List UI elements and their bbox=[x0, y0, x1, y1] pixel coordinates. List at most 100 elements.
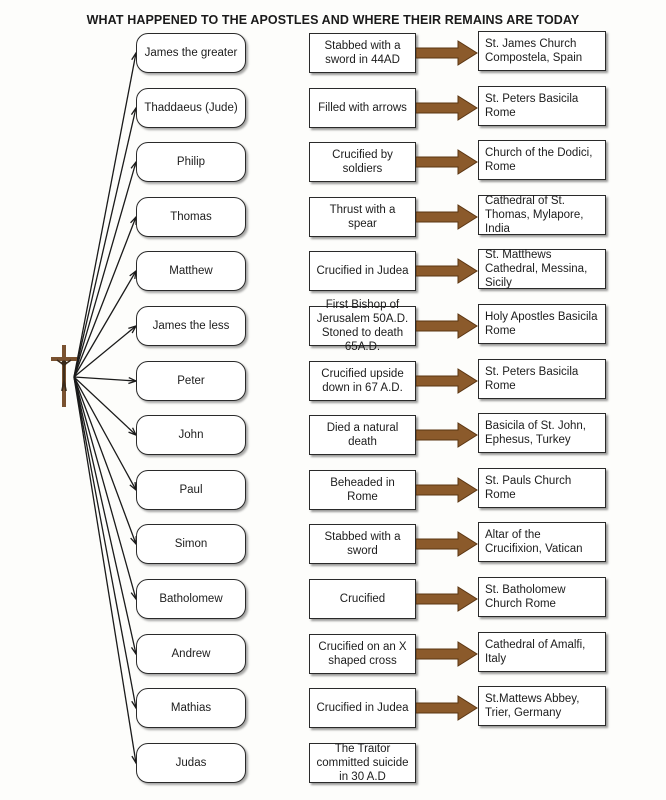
arrow-right-icon bbox=[416, 204, 478, 230]
fate-text: Died a natural death bbox=[326, 422, 399, 448]
apostle-name-box: Andrew bbox=[136, 634, 246, 674]
fate-text: Filled with arrows bbox=[318, 102, 407, 114]
fate-text: Crucified in Judea bbox=[316, 702, 409, 714]
remains-location-box: St. Peters Basicila Rome bbox=[478, 359, 606, 399]
fate-box: Filled with arrows bbox=[309, 88, 416, 128]
connector-line bbox=[73, 325, 137, 378]
apostle-row: Judas The Traitor committed suicide in 30… bbox=[0, 741, 666, 785]
apostle-row: Batholomew Crucified St. Batholomew Church… bbox=[0, 577, 666, 621]
remains-location: Cathedral of St. Thomas, Mylapore, India bbox=[485, 195, 584, 235]
fate-text: Thrust with a spear bbox=[329, 204, 396, 230]
connector-line bbox=[73, 376, 137, 655]
fate-box: Crucified in Judea bbox=[309, 251, 416, 291]
remains-location-box: Basicila of St. John, Ephesus, Turkey bbox=[478, 413, 606, 453]
arrow-right-icon bbox=[416, 313, 478, 339]
arrow-right-icon bbox=[416, 586, 478, 612]
remains-location-box: Church of the Dodici, Rome bbox=[478, 140, 606, 180]
remains-location: St.Mattews Abbey, Trier, Germany bbox=[485, 693, 580, 719]
remains-location: St. Peters Basicila Rome bbox=[485, 93, 579, 119]
arrow-right-icon bbox=[416, 149, 478, 175]
fate-box: Stabbed with a sword bbox=[309, 524, 416, 564]
apostle-name-box: Paul bbox=[136, 470, 246, 510]
connector-line bbox=[73, 376, 137, 436]
remains-location-box: Altar of the Crucifixion, Vatican bbox=[478, 522, 606, 562]
apostle-row: Andrew Crucified on an X shaped cross Cath… bbox=[0, 632, 666, 676]
fate-box: The Traitor committed suicide in 30 A.D bbox=[309, 743, 416, 783]
apostle-name: James the greater bbox=[144, 47, 238, 59]
apostle-name: Andrew bbox=[171, 648, 211, 660]
fate-text: Crucified in Judea bbox=[316, 265, 409, 277]
fate-text: The Traitor committed suicide in 30 A.D bbox=[316, 743, 409, 783]
apostle-name-box: Peter bbox=[136, 361, 246, 401]
apostle-row: Simon Stabbed with a sword Altar of the Cr… bbox=[0, 522, 666, 566]
remains-location-box: Holy Apostles Basicila Rome bbox=[478, 304, 606, 344]
connector-line bbox=[73, 376, 137, 764]
remains-location: Altar of the Crucifixion, Vatican bbox=[485, 529, 583, 555]
apostle-name-box: James the less bbox=[136, 306, 246, 346]
arrow-right-icon bbox=[416, 368, 478, 394]
connector-line bbox=[73, 270, 137, 378]
apostle-name: Peter bbox=[177, 375, 205, 387]
remains-location-box: Cathedral of St. Thomas, Mylapore, India bbox=[478, 195, 606, 235]
remains-location: St. Batholomew Church Rome bbox=[485, 584, 566, 610]
remains-location: St. Matthews Cathedral, Messina, Sicily bbox=[485, 249, 588, 289]
apostle-name: Thaddaeus (Jude) bbox=[144, 102, 238, 114]
remains-location-box: St.Mattews Abbey, Trier, Germany bbox=[478, 686, 606, 726]
remains-location-box: St. James Church Compostela, Spain bbox=[478, 31, 606, 71]
remains-location-box: St. Matthews Cathedral, Messina, Sicily bbox=[478, 249, 606, 289]
remains-location: St. Pauls Church Rome bbox=[485, 475, 572, 501]
fate-box: Crucified on an X shaped cross bbox=[309, 634, 416, 674]
apostle-name-box: Thaddaeus (Jude) bbox=[136, 88, 246, 128]
remains-location-box: St. Peters Basicila Rome bbox=[478, 86, 606, 126]
fate-box: Beheaded in Rome bbox=[309, 470, 416, 510]
arrow-right-icon bbox=[416, 258, 478, 284]
apostle-name-box: Judas bbox=[136, 743, 246, 783]
arrow-right-icon bbox=[416, 477, 478, 503]
arrow-right-icon bbox=[416, 95, 478, 121]
fate-text: First Bishop of Jerusalem 50A.D. Stoned … bbox=[316, 299, 409, 353]
apostle-name: Mathias bbox=[170, 702, 212, 714]
apostle-row: Peter Crucified upside down in 67 A.D. St.… bbox=[0, 359, 666, 403]
apostle-name-box: Batholomew bbox=[136, 579, 246, 619]
apostle-name: Batholomew bbox=[159, 593, 223, 605]
apostle-name: James the less bbox=[152, 320, 230, 332]
remains-location: Holy Apostles Basicila Rome bbox=[485, 311, 598, 337]
fate-text: Crucified upside down in 67 A.D. bbox=[321, 368, 404, 394]
apostle-name: Matthew bbox=[169, 265, 213, 277]
connector-line bbox=[73, 376, 137, 491]
connector-line bbox=[73, 376, 137, 709]
remains-location: St. James Church Compostela, Spain bbox=[485, 38, 583, 64]
connector-line bbox=[73, 161, 137, 378]
arrow-right-icon bbox=[416, 40, 478, 66]
fate-box: First Bishop of Jerusalem 50A.D. Stoned … bbox=[309, 299, 416, 353]
connector-line bbox=[73, 376, 137, 382]
fate-box: Crucified bbox=[309, 579, 416, 619]
apostle-name-box: John bbox=[136, 415, 246, 455]
remains-location: Church of the Dodici, Rome bbox=[485, 147, 593, 173]
remains-location: Basicila of St. John, Ephesus, Turkey bbox=[485, 420, 586, 446]
apostle-name: Judas bbox=[175, 757, 207, 769]
fate-text: Stabbed with a sword in 44AD bbox=[324, 40, 401, 66]
arrow-right-icon bbox=[416, 641, 478, 667]
apostle-row: James the greater Stabbed with a sword in… bbox=[0, 31, 666, 75]
fate-text: Stabbed with a sword bbox=[324, 531, 401, 557]
connector-line bbox=[73, 216, 137, 378]
fate-box: Died a natural death bbox=[309, 415, 416, 455]
remains-location: St. Peters Basicila Rome bbox=[485, 366, 579, 392]
fate-box: Stabbed with a sword in 44AD bbox=[309, 33, 416, 73]
apostle-row: James the less First Bishop of Jerusalem … bbox=[0, 299, 666, 353]
connector-line bbox=[73, 376, 137, 600]
apostle-row: Mathias Crucified in Judea St.Mattews Abbe… bbox=[0, 686, 666, 730]
fate-box: Crucified upside down in 67 A.D. bbox=[309, 361, 416, 401]
fate-text: Crucified on an X shaped cross bbox=[318, 641, 407, 667]
apostle-row: Thaddaeus (Jude) Filled with arrows St. Pe… bbox=[0, 86, 666, 130]
apostle-name: Philip bbox=[176, 156, 206, 168]
remains-location-box: Cathedral of Amalfi, Italy bbox=[478, 632, 606, 672]
apostle-name: Simon bbox=[174, 538, 208, 550]
apostle-name-box: Philip bbox=[136, 142, 246, 182]
apostle-row: Paul Beheaded in Rome St. Pauls Church Rom… bbox=[0, 468, 666, 512]
apostle-row: Matthew Crucified in Judea St. Matthews Ca… bbox=[0, 249, 666, 293]
fate-box: Crucified in Judea bbox=[309, 688, 416, 728]
